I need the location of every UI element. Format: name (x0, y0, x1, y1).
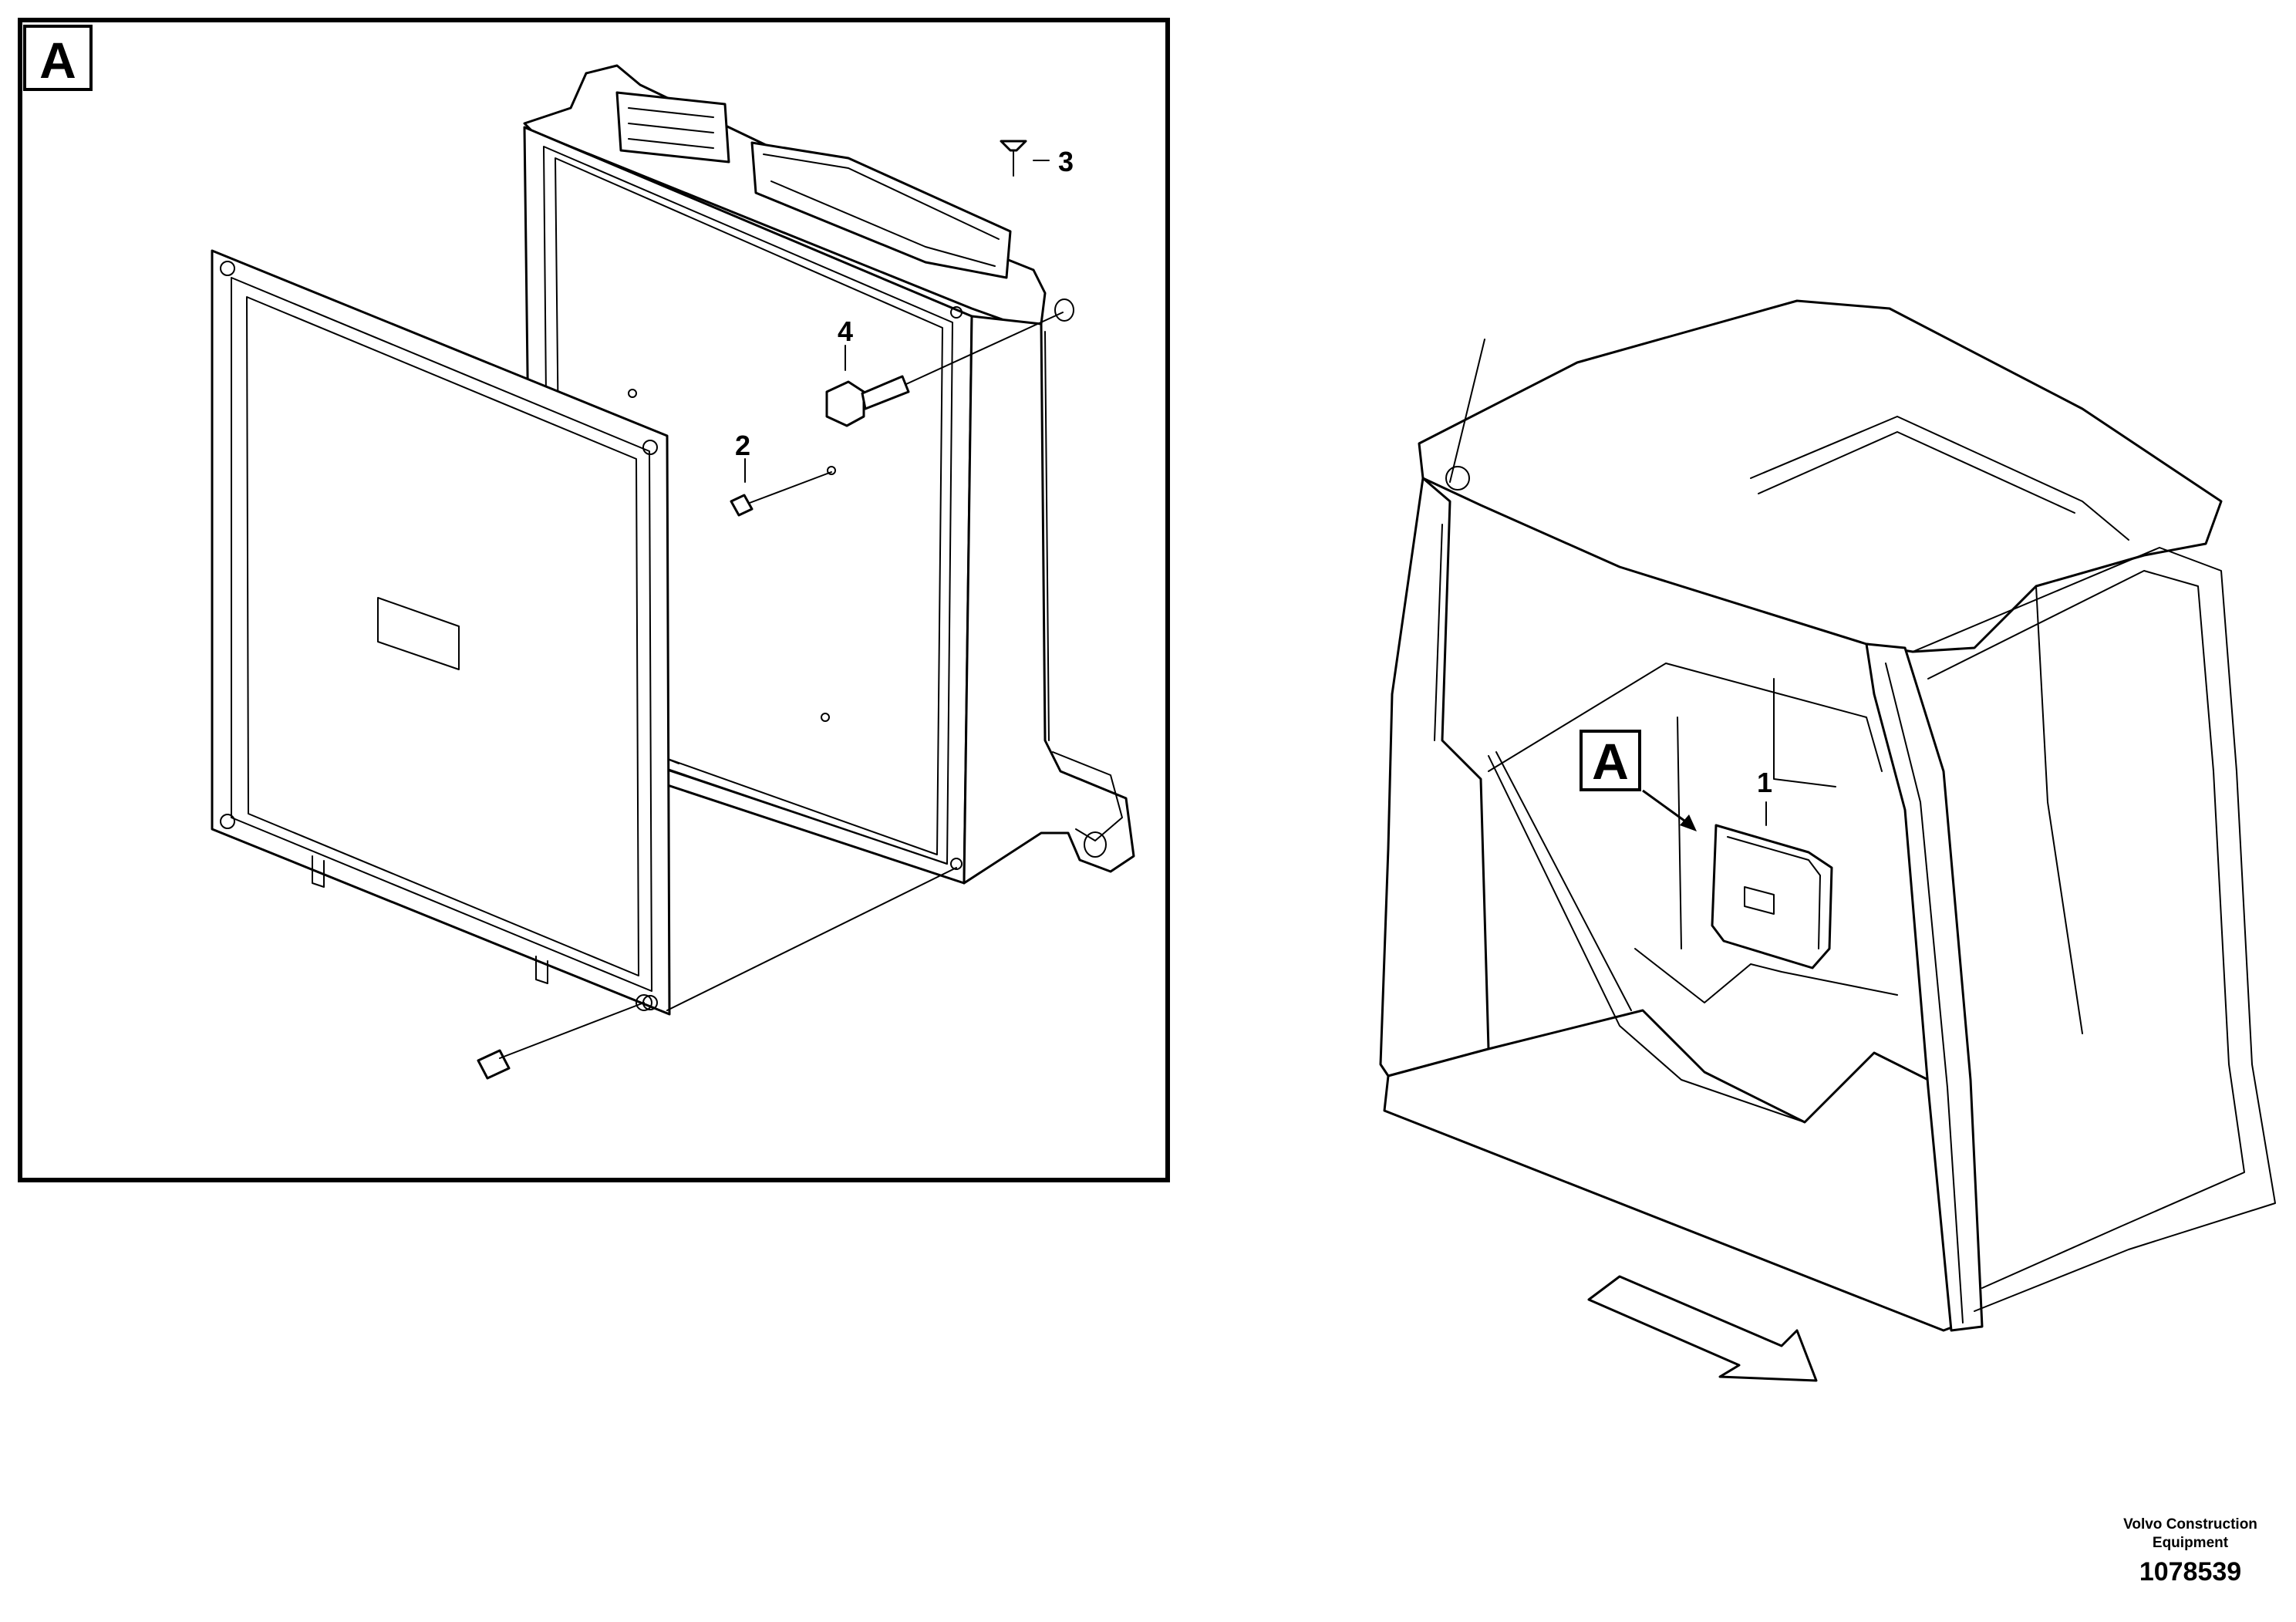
document-number: 1078539 (2139, 1557, 2242, 1587)
cab-lower-wall (1383, 1009, 1976, 1332)
cab-front-pillar (1865, 642, 1984, 1332)
detail-view-a: A (18, 18, 1170, 1182)
cover-label-plate (377, 597, 460, 670)
cover-screw (477, 994, 652, 1080)
callout-1: 1 (1757, 767, 1772, 798)
detail-frame (18, 18, 1170, 1182)
detail-reference-box (23, 25, 93, 91)
direction-arrow (1587, 1275, 1818, 1382)
footer: Volvo Construction Equipment 1078539 (2082, 1516, 2296, 1587)
detail-reference-letter: A (39, 32, 76, 89)
cab-control-unit (1711, 824, 1833, 969)
callout-4: 4 (838, 315, 853, 347)
cab-view: 1 A (1379, 299, 2276, 1382)
company-name-line1: Volvo Construction (2123, 1516, 2257, 1533)
cab-reference-letter: A (1592, 733, 1629, 790)
part-4-bolt: 4 (825, 312, 1064, 427)
cab-left-pillar (1379, 477, 1490, 1077)
company-name-line2: Equipment (2152, 1535, 2229, 1551)
cab-reference-box (1580, 730, 1641, 791)
assembly-line-cover (666, 867, 957, 1011)
part-2-screw: 2 (730, 430, 836, 517)
cab-roof (1418, 299, 2223, 653)
callout-3: 3 (1058, 146, 1074, 177)
cover-plate (211, 249, 671, 1016)
callout-2: 2 (735, 430, 750, 461)
part-3-screw: 3 (1000, 140, 1074, 177)
antenna (1449, 339, 1485, 483)
